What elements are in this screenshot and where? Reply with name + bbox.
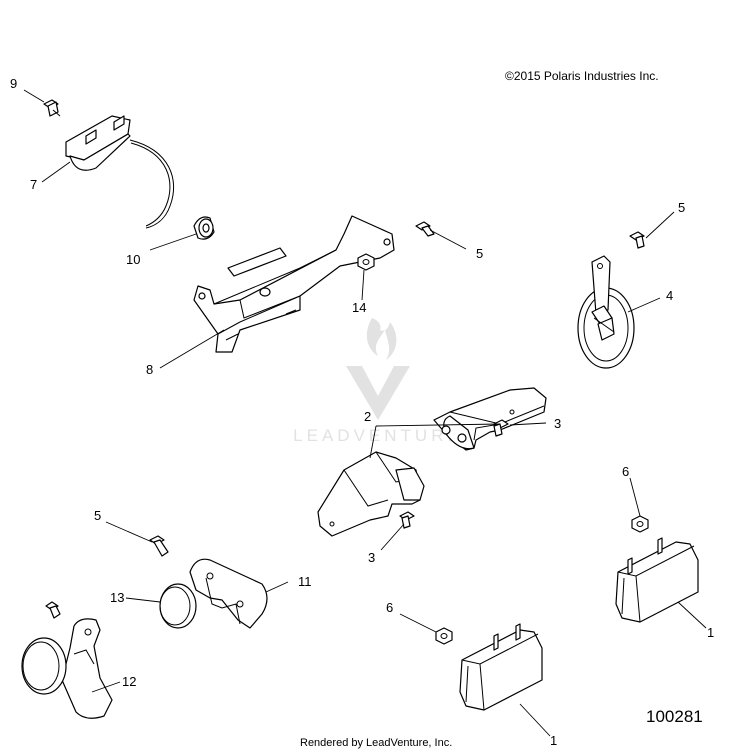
- part-3-screw-a: [493, 419, 509, 437]
- footer-text: Rendered by LeadVenture, Inc.: [300, 737, 452, 749]
- callout-labels: 9 7 10 8 14 5 5 4 2 3 3 6 1 5 11 13 12 6…: [10, 76, 714, 748]
- callout-13: 13: [110, 590, 124, 605]
- callout-1-b: 1: [550, 733, 557, 748]
- callout-2: 2: [364, 409, 371, 424]
- callout-3-a: 3: [554, 416, 561, 431]
- callout-5-c: 5: [94, 508, 101, 523]
- callout-10: 10: [126, 252, 140, 267]
- callout-5-a: 5: [476, 246, 483, 261]
- part-4-horn: [577, 255, 635, 369]
- leader-lines: [23, 89, 707, 737]
- callout-9: 9: [10, 76, 17, 91]
- callout-14: 14: [352, 300, 366, 315]
- part-12-reflector-arm: [21, 601, 113, 719]
- part-1-light-right: [615, 537, 699, 623]
- copyright-text: ©2015 Polaris Industries Inc.: [505, 69, 659, 83]
- part-9-screw: [43, 99, 61, 117]
- callout-12: 12: [122, 674, 136, 689]
- figure-number: 100281: [646, 707, 703, 726]
- part-2-bracket-lower: [317, 451, 425, 537]
- part-8-mounting-bracket: [193, 215, 395, 353]
- callout-4: 4: [666, 288, 673, 303]
- part-7-license-lamp: [65, 115, 175, 229]
- callout-11: 11: [298, 574, 312, 589]
- callout-7: 7: [30, 177, 37, 192]
- watermark-logo: LEADVENTURE: [293, 318, 463, 445]
- callout-5-b: 5: [678, 200, 685, 215]
- part-14-nut: [357, 253, 375, 271]
- part-13-round-reflector: [159, 583, 197, 629]
- part-5-screw-b: [629, 231, 645, 249]
- part-10-grommet: [193, 216, 215, 240]
- callout-6-a: 6: [622, 464, 629, 479]
- part-5-screw-a: [415, 221, 435, 237]
- part-6-nut-b: [435, 627, 453, 645]
- part-5-screw-c: [149, 535, 169, 557]
- callout-3-b: 3: [368, 550, 375, 565]
- part-6-nut-a: [631, 515, 649, 533]
- watermark-text: LEADVENTURE: [293, 426, 463, 445]
- part-3-screw-b: [399, 511, 415, 529]
- part-11-reflector-bracket: [189, 558, 268, 629]
- part-1-light-bottom: [459, 623, 543, 711]
- callout-1-a: 1: [707, 625, 714, 640]
- callout-8: 8: [146, 362, 153, 377]
- callout-6-b: 6: [386, 600, 393, 615]
